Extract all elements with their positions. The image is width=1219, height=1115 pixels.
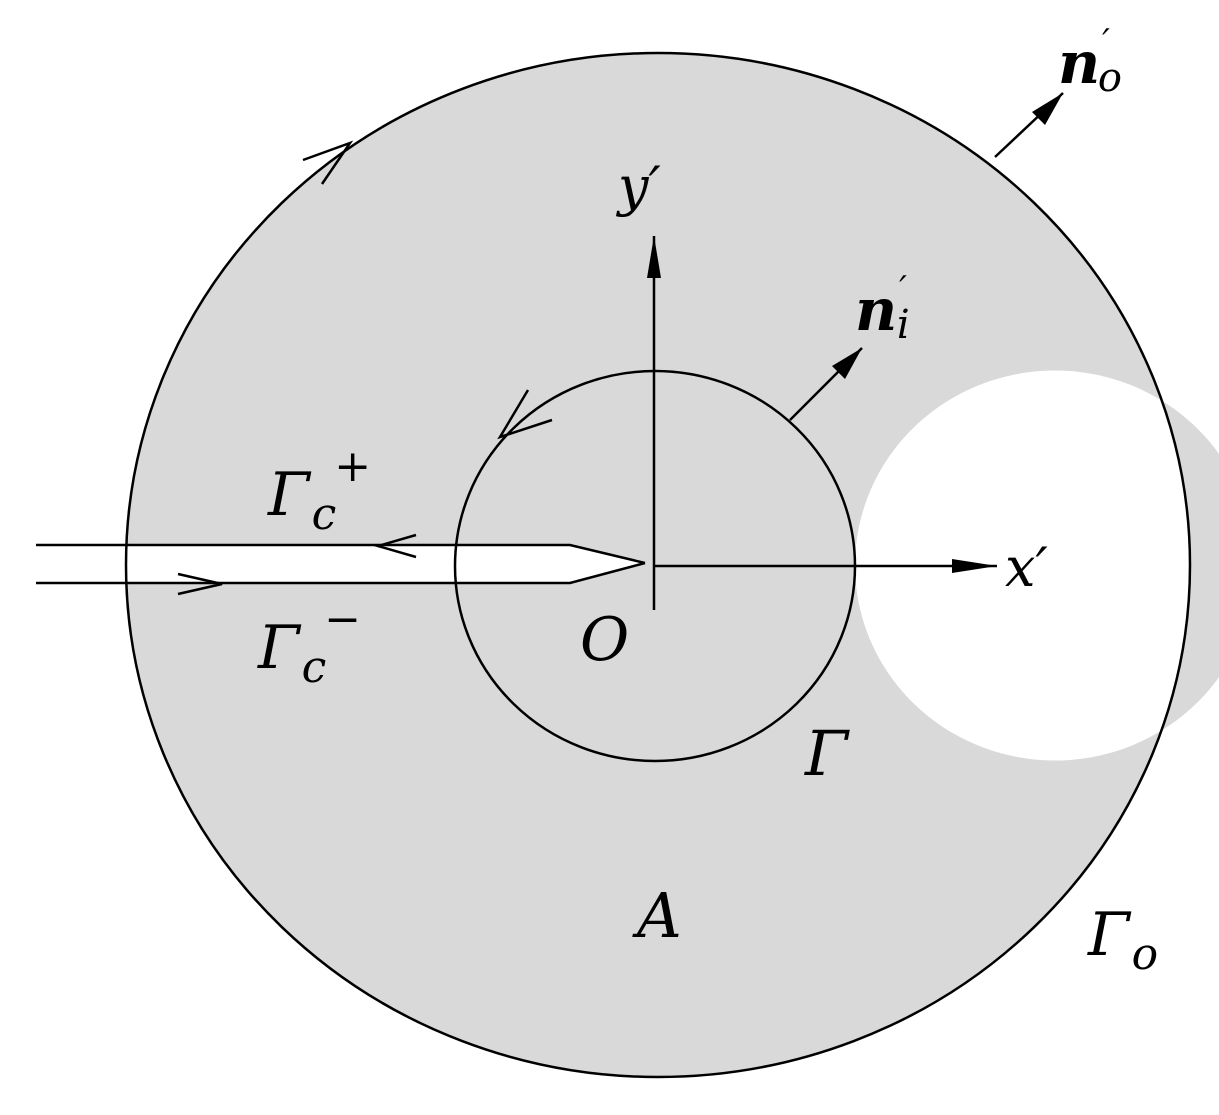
inner-normal-base: n xyxy=(855,276,897,344)
outer-contour-label: Γo xyxy=(1087,900,1158,980)
x-axis-label: x′ xyxy=(1005,536,1048,599)
crack-lower-base: Γ xyxy=(257,613,302,683)
y-axis-label: y′ xyxy=(616,155,661,218)
inner-normal-arrowhead xyxy=(832,348,862,379)
crack-upper-base: Γ xyxy=(267,460,312,530)
crack-upper-sup: + xyxy=(334,441,371,492)
inner-contour-direction-arrow xyxy=(497,389,553,440)
outer-normal-label: n′o xyxy=(1058,22,1122,101)
inner-normal-sup: ′ xyxy=(899,269,907,309)
crack-lower-label: Γc− xyxy=(257,594,361,693)
outer-normal-base: n xyxy=(1058,29,1100,97)
inner-contour-label: Γ xyxy=(804,717,850,790)
outer-normal-sub: o xyxy=(1098,55,1122,101)
crack-lower-sup: − xyxy=(324,594,361,645)
crack-lower-sub: c xyxy=(302,642,327,693)
outer-contour-sub: o xyxy=(1132,929,1159,980)
crack-slit xyxy=(36,545,645,583)
crack-upper-label: Γc+ xyxy=(267,441,371,540)
outer-normal-sup: ′ xyxy=(1102,22,1110,62)
crack-lower-direction-arrow xyxy=(177,572,223,596)
x-axis-arrowhead xyxy=(952,559,997,573)
outer-contour-direction-arrow xyxy=(302,140,354,185)
outer-normal-arrowhead xyxy=(1032,93,1063,125)
crack-upper-face xyxy=(36,543,646,565)
y-axis-arrowhead xyxy=(647,236,661,278)
inner-normal-sub: i xyxy=(897,302,910,348)
crack-upper-direction-arrow xyxy=(373,533,417,559)
outer-contour-base: Γ xyxy=(1087,900,1132,970)
region-label: A xyxy=(632,879,682,952)
origin-label: O xyxy=(580,605,629,675)
inner-normal-label: n′i xyxy=(855,269,910,348)
outer-contour xyxy=(124,51,1192,1079)
crack-upper-sub: c xyxy=(312,489,337,540)
